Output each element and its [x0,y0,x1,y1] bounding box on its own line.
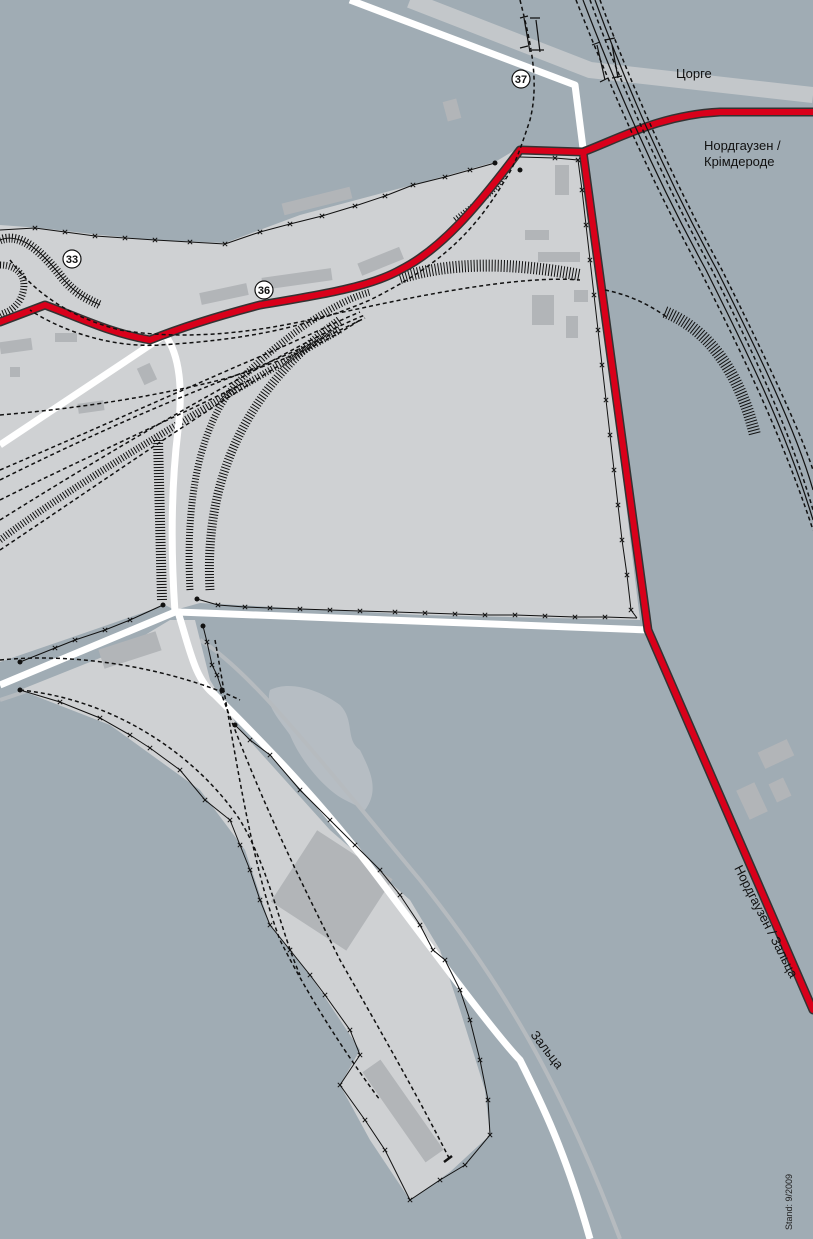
building [736,782,768,820]
fence-endpoint [17,687,23,693]
building [555,165,569,195]
building [0,337,33,355]
label-nordhausen-krimderode-2: Крімдероде [704,154,774,169]
marker-37: 37 [511,69,531,89]
fence-endpoint [194,596,200,602]
fence-endpoint [492,160,498,166]
building [357,246,404,276]
marker-36: 36 [254,280,274,300]
marker-33-label: 33 [66,254,78,266]
marker-36-label: 36 [258,285,270,297]
building [442,98,462,122]
building [768,777,792,803]
building [566,316,578,338]
label-stand-date: Stand: 9/2009 [784,1174,794,1230]
building [55,333,77,342]
building [538,252,580,262]
building [532,295,554,325]
fence-endpoint [219,687,225,693]
building [10,367,20,377]
rail-end-stop [443,1155,453,1163]
fence-endpoint [200,623,206,629]
fences [0,155,638,1203]
bridges [519,15,623,83]
building [261,268,333,290]
building [574,290,588,302]
building [757,739,795,769]
building [199,283,249,305]
marker-33: 33 [62,249,82,269]
label-zorge: Цорге [676,66,712,81]
fence-endpoint [160,602,166,608]
building [525,230,549,240]
rail-line-outlines [582,0,813,521]
rail-corridor-zorge [407,0,813,103]
fence-endpoint [17,659,23,665]
fence-endpoint [232,722,238,728]
fence-endpoint [517,167,523,173]
marker-37-label: 37 [515,74,527,86]
fence-endpoints [17,160,523,728]
building [136,362,158,386]
label-nordhausen-krimderode-1: Нордгаузен / [704,138,781,153]
